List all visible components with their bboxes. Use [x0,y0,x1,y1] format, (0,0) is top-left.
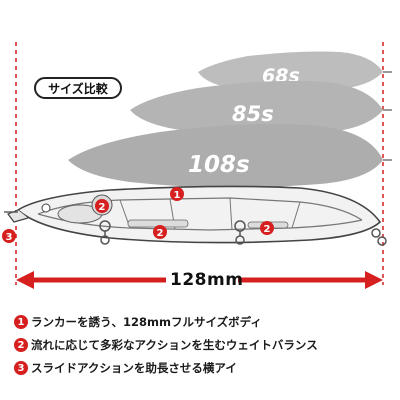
feature-note-3: 3 スライドアクションを助長させる横アイ [14,358,394,378]
feature-note-3-number: 3 [14,361,28,375]
svg-text:2: 2 [99,202,106,213]
callout-marker-2a: 2 [95,199,109,213]
feature-note-2-text: 流れに応じて多彩なアクションを生むウェイトバランス [31,338,318,352]
callout-marker-3: 3 [2,229,16,243]
svg-text:2: 2 [264,224,271,235]
callout-marker-2b: 2 [153,225,167,239]
dimension-label: 128mm [170,270,244,290]
dimension-arrow [16,271,383,289]
lure-128mm-body [4,185,387,246]
svg-text:1: 1 [174,190,181,201]
callout-marker-1: 1 [170,187,184,201]
feature-note-1-text: ランカーを誘う、128mmフルサイズボディ [31,315,262,329]
feature-note-3-text: スライドアクションを助長させる横アイ [31,361,237,375]
svg-text:3: 3 [6,232,13,243]
feature-notes: 1 ランカーを誘う、128mmフルサイズボディ 2 流れに応じて多彩なアクション… [14,312,394,381]
lure-108s-label: 108s [188,152,250,178]
lure-68s-silhouette [198,51,383,92]
callout-marker-2c: 2 [260,221,274,235]
svg-text:2: 2 [157,228,164,239]
lure-108s-silhouette [68,124,383,188]
feature-note-1: 1 ランカーを誘う、128mmフルサイズボディ [14,312,394,332]
lure-85s-label: 85s [232,102,274,126]
feature-note-1-number: 1 [14,315,28,329]
feature-note-2-number: 2 [14,338,28,352]
lure-85s-silhouette [130,80,383,135]
feature-note-2: 2 流れに応じて多彩なアクションを生むウェイトバランス [14,335,394,355]
size-comparison-tag: サイズ比較 [34,77,122,99]
